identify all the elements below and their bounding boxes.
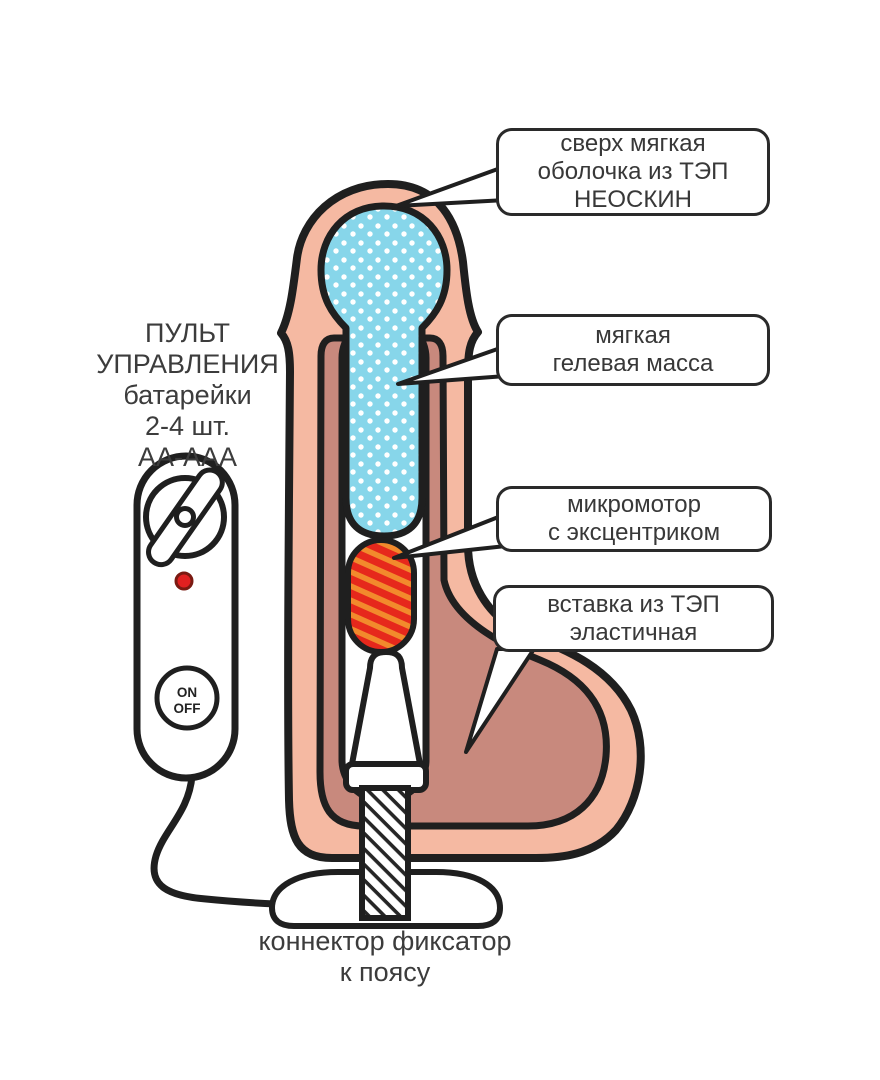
callout-line: вставка из ТЭП [547, 590, 720, 618]
remote-label-line: УПРАВЛЕНИЯ [96, 349, 279, 379]
callout-line: НЕОСКИН [574, 186, 692, 213]
on-off-button [154, 665, 220, 731]
callout-elastic-insert: вставка из ТЭП эластичная [493, 585, 774, 652]
cone-insert [349, 649, 423, 767]
callout-line: микромотор [567, 491, 701, 518]
remote-dial-pin [174, 506, 196, 528]
remote-label-line: АА-ААА [137, 442, 238, 472]
threaded-rod [359, 785, 411, 921]
power-led [174, 571, 194, 591]
callout-soft-shell: сверх мягкая оболочка из ТЭП НЕОСКИН [496, 128, 770, 216]
callout-micromotor: микромотор с эксцентриком [496, 486, 772, 552]
callout-line: с эксцентриком [547, 519, 721, 546]
remote-label-line: 2-4 шт. [144, 411, 231, 441]
callout-gel-mass: мягкая гелевая масса [496, 314, 770, 386]
remote-label: ПУЛЬТ УПРАВЛЕНИЯ батарейки 2-4 шт. АА-АА… [55, 318, 320, 473]
remote-label-line: батарейки [123, 380, 252, 410]
callout-line: эластичная [569, 618, 698, 646]
off-label: OFF [174, 701, 201, 716]
callout-line: оболочка из ТЭП [537, 158, 729, 185]
callout-line: гелевая масса [552, 350, 714, 377]
remote-label-line: ПУЛЬТ [145, 318, 230, 348]
connector-label: коннектор фиксатор к поясу [225, 926, 545, 988]
remote-control: ON OFF [133, 452, 239, 782]
connector-label-line: к поясу [339, 957, 431, 987]
cable [150, 772, 280, 908]
callout-line: сверх мягкая [560, 130, 706, 157]
gel-core [317, 202, 451, 540]
connector-label-line: коннектор фиксатор [258, 926, 512, 956]
callout-line: мягкая [595, 322, 671, 349]
on-label: ON [177, 685, 197, 700]
